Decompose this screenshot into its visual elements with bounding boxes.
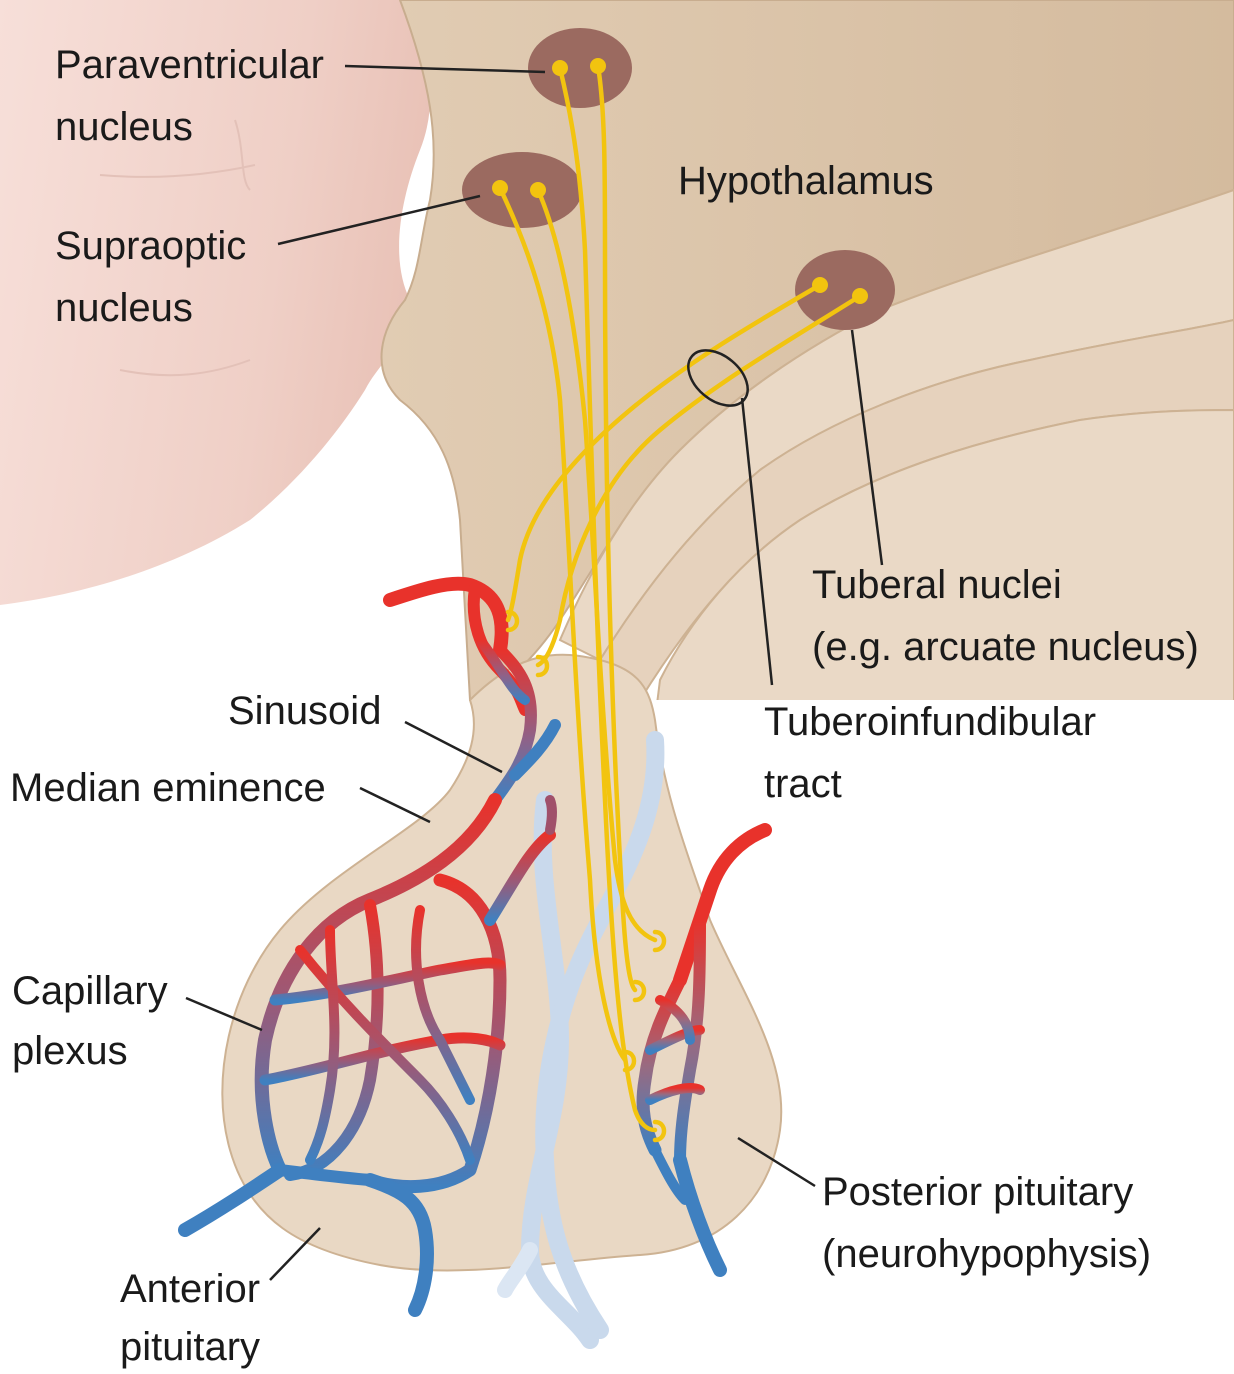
label-hypothalamus: Hypothalamus: [678, 159, 934, 203]
axon-cell-body: [812, 277, 828, 293]
axon-cell-body: [530, 182, 546, 198]
label-posterior-line1: Posterior pituitary: [822, 1170, 1133, 1214]
label-supraoptic-line2: nucleus: [55, 286, 193, 330]
label-median-eminence: Median eminence: [10, 766, 326, 810]
plexus-network: [550, 800, 552, 830]
label-supraoptic-line1: Supraoptic: [55, 224, 246, 268]
label-anterior-line2: pituitary: [120, 1325, 260, 1369]
leader-median-eminence: [360, 788, 430, 822]
supraoptic-nucleus: [462, 152, 582, 228]
label-paraventricular-line1: Paraventricular: [55, 43, 324, 87]
label-tuberal-line2: (e.g. arcuate nucleus): [812, 625, 1199, 669]
label-paraventricular-line2: nucleus: [55, 105, 193, 149]
label-tuberoinfundibular-line1: Tuberoinfundibular: [764, 700, 1096, 744]
axon-cell-body: [590, 58, 606, 74]
label-anterior-line1: Anterior: [120, 1267, 260, 1311]
label-capillary-line2: plexus: [12, 1029, 128, 1073]
axon-cell-body: [552, 60, 568, 76]
paraventricular-nucleus: [528, 28, 632, 108]
label-capillary-line1: Capillary: [12, 969, 168, 1013]
axon-cell-body: [852, 288, 868, 304]
label-tuberal-line1: Tuberal nuclei: [812, 563, 1062, 607]
label-tuberoinfundibular-line2: tract: [764, 762, 842, 806]
axon-cell-body: [492, 180, 508, 196]
label-posterior-line2: (neurohypophysis): [822, 1232, 1151, 1276]
label-sinusoid: Sinusoid: [228, 689, 381, 733]
